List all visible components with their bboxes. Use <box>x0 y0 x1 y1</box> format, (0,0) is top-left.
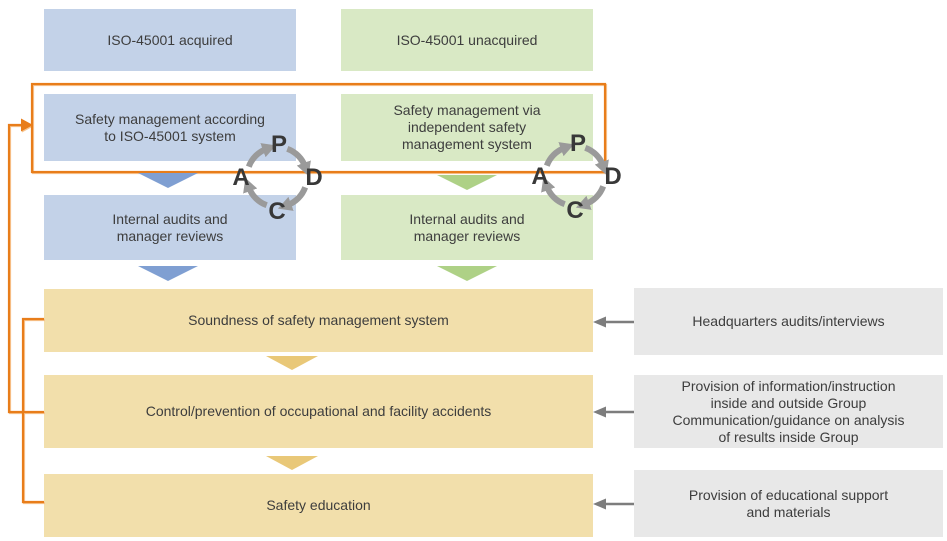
header-label-acquired: ISO-45001 acquired <box>107 31 233 48</box>
audit-box-acquired: Internal audits and manager reviews <box>44 195 296 260</box>
management-label-line: independent safety <box>407 119 527 135</box>
outcome-label: Safety education <box>266 497 371 513</box>
management-label-line: Safety management according <box>75 110 265 127</box>
outcome-label: Soundness of safety management system <box>188 312 449 328</box>
support-label-line: and materials <box>746 503 831 520</box>
header-label-unacquired: ISO-45001 unacquired <box>396 31 538 48</box>
header-box-iso-acquired: ISO-45001 acquired <box>44 9 296 71</box>
outcome-box-soundness: Soundness of safety management system <box>44 289 593 352</box>
support-label-line: of results inside Group <box>718 428 859 445</box>
management-label-line: management system <box>402 136 532 152</box>
audit-label-line: Internal audits and <box>112 210 228 227</box>
support-box-headquarters-audits: Headquarters audits/interviews <box>634 288 943 355</box>
audit-label-line: Internal audits and <box>409 210 525 227</box>
support-label-line: inside and outside Group <box>710 394 867 411</box>
support-box-information-provision: Provision of information/instruction ins… <box>634 375 943 448</box>
outcome-box-safety-education: Safety education <box>44 474 593 537</box>
management-label-line: to ISO-45001 system <box>104 127 236 144</box>
support-label-line: Provision of educational support <box>688 486 889 503</box>
management-box-iso-system: Safety management according to ISO-45001… <box>44 94 296 161</box>
audit-box-unacquired: Internal audits and manager reviews <box>341 195 593 260</box>
support-label-line: Communication/guidance on analysis <box>672 411 905 428</box>
support-label-line: Provision of information/instruction <box>681 377 896 394</box>
outcome-box-accident-control: Control/prevention of occupational and f… <box>44 375 593 448</box>
audit-label-line: manager reviews <box>413 227 521 244</box>
header-box-iso-unacquired: ISO-45001 unacquired <box>341 9 593 71</box>
support-label-line: Headquarters audits/interviews <box>692 313 885 329</box>
outcome-label: Control/prevention of occupational and f… <box>145 403 492 419</box>
audit-label-line: manager reviews <box>116 227 224 244</box>
management-box-independent-system: Safety management via independent safety… <box>341 94 593 161</box>
support-box-educational-support: Provision of educational support and mat… <box>634 470 943 537</box>
management-label-line: Safety management via <box>393 102 541 118</box>
